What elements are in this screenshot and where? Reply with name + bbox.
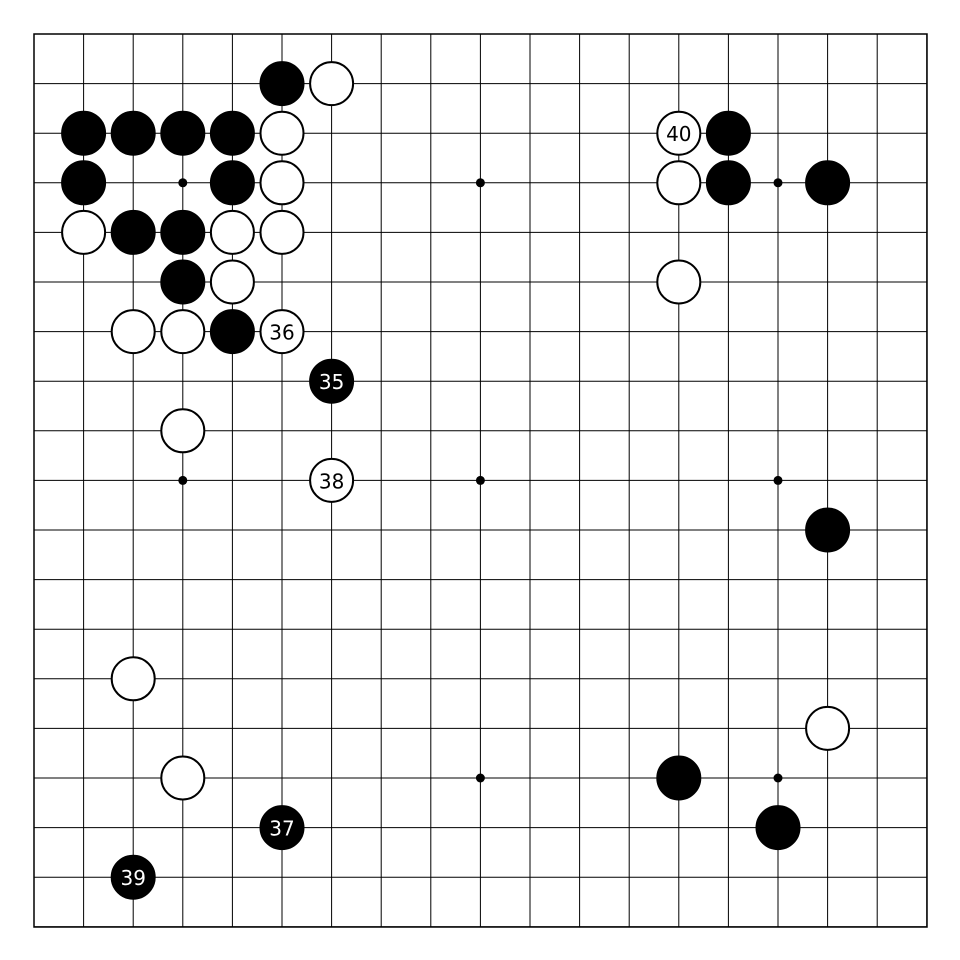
stone-body	[755, 805, 801, 851]
white-stone	[309, 61, 355, 107]
white-stone	[259, 110, 305, 156]
stone-body	[259, 110, 305, 156]
stone-body	[259, 160, 305, 206]
white-stone	[160, 408, 206, 454]
stone-body	[656, 755, 702, 801]
stone-body	[209, 309, 255, 355]
white-stone: 40	[656, 110, 702, 156]
star-point	[475, 773, 485, 783]
star-point	[178, 475, 188, 485]
black-stone	[209, 160, 255, 206]
white-stone: 38	[309, 457, 355, 503]
stone-body	[259, 61, 305, 107]
stone-body	[656, 259, 702, 305]
star-points	[178, 178, 783, 783]
stone-body	[805, 160, 851, 206]
move-number-label: 39	[120, 866, 145, 890]
black-stone	[656, 755, 702, 801]
stone-body	[110, 110, 156, 156]
black-stone	[755, 805, 801, 851]
black-stone: 39	[110, 854, 156, 900]
white-stone	[656, 259, 702, 305]
stone-body	[656, 110, 702, 156]
white-stone	[61, 209, 107, 255]
stone-body	[110, 209, 156, 255]
white-stone	[805, 705, 851, 751]
stone-body	[259, 309, 305, 355]
move-number-label: 38	[319, 469, 344, 493]
stone-body	[705, 110, 751, 156]
stone-body	[160, 259, 206, 305]
stone-body	[110, 656, 156, 702]
stone-body	[61, 209, 107, 255]
white-stone	[259, 160, 305, 206]
black-stone	[160, 110, 206, 156]
move-number-label: 40	[666, 122, 691, 146]
stone-body	[705, 160, 751, 206]
stone-body	[160, 755, 206, 801]
black-stone	[705, 110, 751, 156]
black-stone: 35	[309, 358, 355, 404]
stone-body	[209, 259, 255, 305]
black-stone	[705, 160, 751, 206]
white-stone	[110, 309, 156, 355]
black-stone	[110, 209, 156, 255]
star-point	[475, 178, 485, 188]
stone-body	[805, 705, 851, 751]
star-point	[773, 475, 783, 485]
stone-body	[805, 507, 851, 553]
white-stone	[160, 755, 206, 801]
black-stone	[160, 259, 206, 305]
black-stone	[805, 507, 851, 553]
stone-body	[160, 110, 206, 156]
stone-body	[259, 805, 305, 851]
black-stone	[61, 160, 107, 206]
black-stone	[160, 209, 206, 255]
stone-body	[259, 209, 305, 255]
stone-body	[309, 358, 355, 404]
stone-body	[160, 209, 206, 255]
stone-body	[160, 309, 206, 355]
stone-body	[309, 61, 355, 107]
stone-body	[61, 110, 107, 156]
star-point	[475, 475, 485, 485]
black-stone: 37	[259, 805, 305, 851]
star-point	[773, 178, 783, 188]
black-stone	[259, 61, 305, 107]
stone-body	[160, 408, 206, 454]
stone-body	[110, 854, 156, 900]
white-stone	[160, 309, 206, 355]
move-number-label: 35	[319, 370, 344, 394]
black-stone	[209, 309, 255, 355]
white-stone	[209, 259, 255, 305]
stone-body	[110, 309, 156, 355]
star-point	[178, 178, 188, 188]
stones: 40 36 35 38 37 39	[61, 61, 851, 900]
move-number-label: 36	[269, 321, 294, 345]
stone-body	[209, 160, 255, 206]
white-stone	[209, 209, 255, 255]
star-point	[773, 773, 783, 783]
move-number-label: 37	[269, 817, 294, 841]
board-border	[33, 33, 928, 928]
white-stone	[656, 160, 702, 206]
stone-body	[309, 457, 355, 503]
stone-body	[209, 110, 255, 156]
black-stone	[110, 110, 156, 156]
stone-body	[656, 160, 702, 206]
stone-body	[61, 160, 107, 206]
black-stone	[805, 160, 851, 206]
white-stone: 36	[259, 309, 305, 355]
black-stone	[209, 110, 255, 156]
stone-body	[209, 209, 255, 255]
black-stone	[61, 110, 107, 156]
white-stone	[110, 656, 156, 702]
white-stone	[259, 209, 305, 255]
